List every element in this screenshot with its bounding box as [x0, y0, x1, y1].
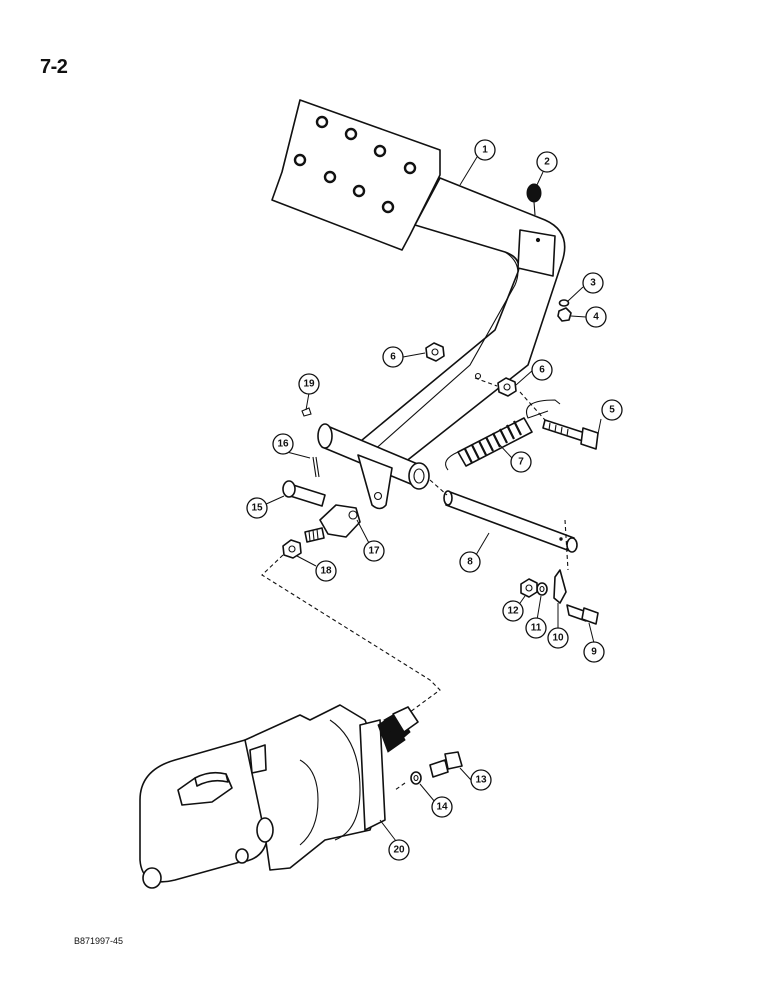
bolt-13: [429, 751, 463, 778]
nut-12: [520, 578, 538, 598]
pivot-pin-8: [443, 490, 578, 553]
svg-text:10: 10: [552, 633, 564, 644]
clevis-pin-15: [282, 480, 326, 507]
callout-18: 18: [315, 560, 337, 582]
callout-2: 2: [536, 151, 558, 173]
clevis-17: [304, 504, 361, 543]
callout-16: 16: [272, 433, 294, 455]
cotter-pin-16: [312, 456, 320, 478]
svg-text:15: 15: [251, 503, 263, 514]
svg-text:1: 1: [482, 145, 488, 156]
callout-6-lower: 6: [531, 359, 553, 381]
svg-text:7: 7: [518, 457, 524, 468]
callout-13: 13: [470, 769, 492, 791]
svg-text:13: 13: [475, 775, 487, 786]
leader-lines: [263, 156, 602, 842]
bolt-9: [566, 604, 599, 625]
alignment-lines: [261, 377, 569, 791]
grease-fitting: [526, 183, 542, 216]
svg-text:9: 9: [591, 647, 597, 658]
clip-10: [553, 569, 567, 604]
svg-text:14: 14: [436, 802, 448, 813]
nut-6-lower: [497, 377, 517, 397]
svg-text:3: 3: [590, 278, 596, 289]
callout-17: 17: [363, 540, 385, 562]
nut-4: [557, 307, 572, 322]
callout-5: 5: [601, 399, 623, 421]
washer-14: [410, 771, 422, 785]
master-cylinder-20: [139, 704, 419, 889]
svg-text:11: 11: [531, 623, 542, 634]
callout-11: 11: [525, 617, 547, 639]
svg-text:19: 19: [303, 379, 315, 390]
callout-10: 10: [547, 627, 569, 649]
svg-text:2: 2: [544, 157, 550, 168]
return-spring-7: [445, 399, 561, 471]
svg-text:16: 16: [277, 439, 289, 450]
svg-text:18: 18: [320, 566, 332, 577]
rubber-boot: [377, 706, 419, 753]
page-number: 7-2: [40, 56, 68, 78]
callout-4: 4: [585, 306, 607, 328]
callout-14: 14: [431, 796, 453, 818]
jam-nut-18: [282, 539, 302, 559]
callout-15: 15: [246, 497, 268, 519]
lockwasher-11: [536, 582, 548, 596]
svg-text:6: 6: [390, 352, 396, 363]
callout-19: 19: [298, 373, 320, 395]
pedal-lever: [271, 99, 566, 510]
washer-3: [558, 299, 570, 307]
svg-text:4: 4: [593, 312, 599, 323]
pedal-pad-holes: [293, 115, 417, 214]
callout-9: 9: [583, 641, 605, 663]
svg-text:6: 6: [539, 365, 545, 376]
bolt-5: [542, 419, 599, 450]
svg-text:17: 17: [368, 546, 380, 557]
callout-1: 1: [474, 139, 496, 161]
callout-12: 12: [502, 600, 524, 622]
callout-6-upper: 6: [382, 346, 404, 368]
svg-text:8: 8: [467, 557, 473, 568]
figure-code: B871997-45: [74, 936, 124, 946]
nut-6-upper: [425, 342, 445, 362]
svg-text:12: 12: [507, 606, 519, 617]
callout-8: 8: [459, 551, 481, 573]
callout-20: 20: [388, 839, 410, 861]
callout-7: 7: [510, 451, 532, 473]
callout-3: 3: [582, 272, 604, 294]
svg-text:5: 5: [609, 405, 615, 416]
svg-text:20: 20: [393, 845, 405, 856]
